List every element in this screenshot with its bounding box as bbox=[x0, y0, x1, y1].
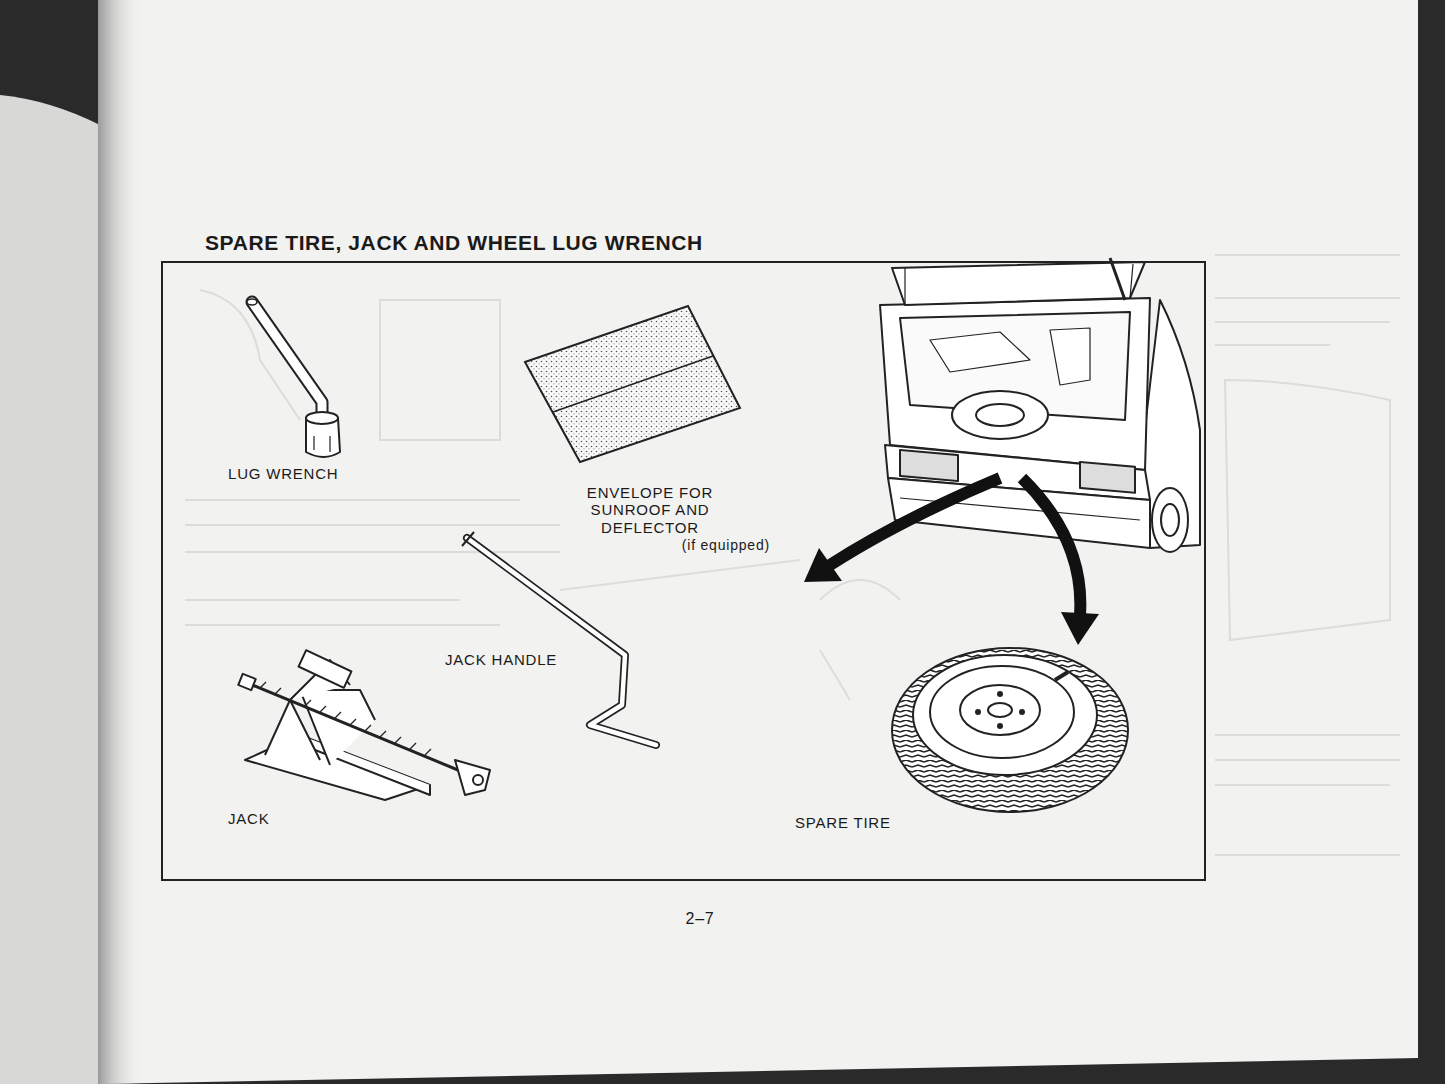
drawing-ellipse bbox=[952, 391, 1048, 439]
drawing-path bbox=[830, 478, 1000, 565]
drawing-rect bbox=[238, 674, 255, 690]
drawing-polygon bbox=[1061, 612, 1099, 645]
drawing-path bbox=[245, 682, 470, 775]
drawing-path bbox=[905, 264, 1133, 305]
drawing-ellipse bbox=[1161, 504, 1179, 536]
drawing-circle bbox=[997, 691, 1003, 697]
drawing-rect bbox=[98, 0, 143, 1084]
part-label: JACK bbox=[228, 810, 308, 827]
drawing-path bbox=[1022, 478, 1080, 615]
part-label: JACK HANDLE bbox=[445, 651, 595, 668]
direction-arrows bbox=[804, 478, 1099, 645]
page-number: 2–7 bbox=[660, 910, 740, 928]
drawing-ellipse bbox=[960, 685, 1040, 735]
drawing-path bbox=[1050, 328, 1090, 385]
part-label: SPARE TIRE bbox=[795, 814, 935, 831]
drawing-ellipse bbox=[988, 703, 1012, 717]
drawing-path bbox=[0, 95, 100, 1084]
page-title: SPARE TIRE, JACK AND WHEEL LUG WRENCH bbox=[205, 231, 703, 255]
drawing-path bbox=[300, 690, 375, 765]
drawing-rect bbox=[299, 650, 352, 687]
drawing-path bbox=[300, 735, 430, 795]
spare-tire-drawing bbox=[892, 648, 1128, 812]
drawing-path bbox=[314, 436, 330, 452]
drawing-polygon bbox=[804, 548, 842, 582]
drawing-circle bbox=[1019, 709, 1025, 715]
drawing-rect bbox=[1080, 462, 1135, 493]
drawing-ellipse bbox=[1152, 488, 1188, 552]
drawing-path bbox=[560, 560, 900, 700]
drawing-path bbox=[892, 262, 1145, 305]
drawing-ellipse bbox=[930, 666, 1074, 758]
drawing-path bbox=[1225, 380, 1390, 640]
drawing-path bbox=[467, 538, 656, 745]
drawing-path bbox=[462, 532, 474, 546]
jack-drawing bbox=[238, 650, 490, 800]
drawing-ellipse bbox=[306, 412, 338, 424]
drawing-g bbox=[185, 255, 1400, 855]
jack-handle-drawing bbox=[462, 532, 656, 745]
drawing-ellipse bbox=[976, 404, 1024, 426]
drawing-path bbox=[98, 0, 1418, 1084]
drawing-path bbox=[1215, 735, 1400, 855]
drawing-path bbox=[455, 760, 490, 795]
drawing-ellipse bbox=[247, 299, 257, 305]
drawing-circle bbox=[473, 775, 483, 785]
drawing-path bbox=[1215, 255, 1400, 345]
drawing-path bbox=[467, 538, 656, 745]
drawing-path bbox=[880, 298, 1150, 470]
envelope-drawing bbox=[525, 306, 740, 462]
drawing-path bbox=[200, 290, 500, 440]
figure-frame bbox=[162, 262, 1205, 880]
drawing-path bbox=[525, 306, 740, 462]
lug-wrench-drawing bbox=[247, 299, 340, 457]
drawing-ellipse bbox=[892, 648, 1128, 812]
part-label: ENVELOPE FOR SUNROOF AND DEFLECTOR bbox=[580, 484, 720, 536]
part-label: LUG WRENCH bbox=[228, 465, 388, 482]
drawing-circle bbox=[997, 723, 1003, 729]
drawing-rect bbox=[900, 450, 958, 481]
drawing-ellipse bbox=[913, 655, 1097, 775]
drawing-path bbox=[260, 682, 431, 755]
drawing-path bbox=[1055, 672, 1068, 680]
drawing-path bbox=[553, 356, 713, 412]
part-note: (if equipped) bbox=[660, 537, 770, 553]
drawing-circle bbox=[975, 709, 981, 715]
drawing-path bbox=[1110, 258, 1125, 300]
drawing-path bbox=[930, 332, 1030, 372]
drawing-path bbox=[553, 412, 580, 462]
drawing-g bbox=[975, 691, 1025, 729]
